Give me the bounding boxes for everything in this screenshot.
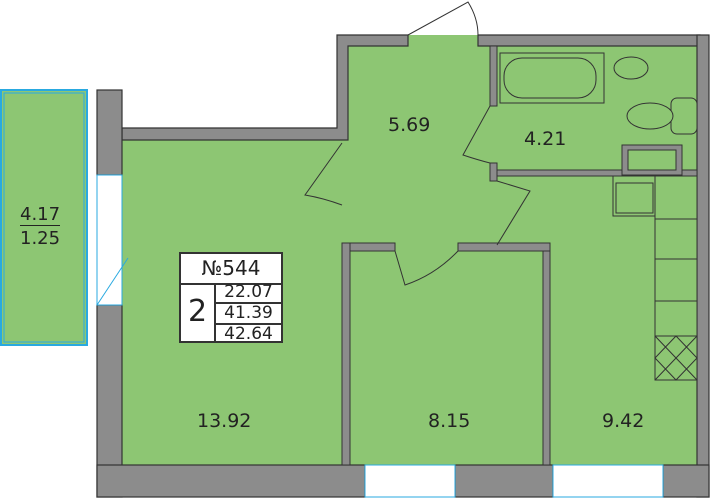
total-area: 41.39 (216, 304, 281, 325)
interior-walls (341, 45, 698, 466)
kitchen-area-label: 9.42 (602, 410, 645, 432)
living-area: 22.07 (216, 283, 281, 304)
balcony-area-label: 4.17 (20, 204, 61, 226)
apartment-info-box: №544 2 22.07 41.39 42.64 (179, 252, 283, 344)
room-count: 2 (181, 283, 216, 341)
living-room-area-label: 13.92 (197, 410, 252, 432)
hall-area-label: 5.69 (388, 114, 431, 136)
balcony-reduced-area-label: 1.25 (20, 228, 61, 249)
windows (96, 174, 664, 498)
balcony-door-swing (96, 257, 129, 306)
doors (304, 1, 531, 286)
bathroom-area-label: 4.21 (524, 128, 567, 150)
balcony (0, 89, 88, 346)
floor (110, 35, 700, 497)
bathroom-fixtures (499, 52, 698, 176)
balcony-rail (3, 92, 85, 343)
bedroom-area-label: 8.15 (428, 410, 471, 432)
total-area-with-balcony: 42.64 (224, 324, 273, 344)
kitchen-fixtures (612, 175, 698, 381)
apartment-number: №544 (181, 254, 281, 285)
